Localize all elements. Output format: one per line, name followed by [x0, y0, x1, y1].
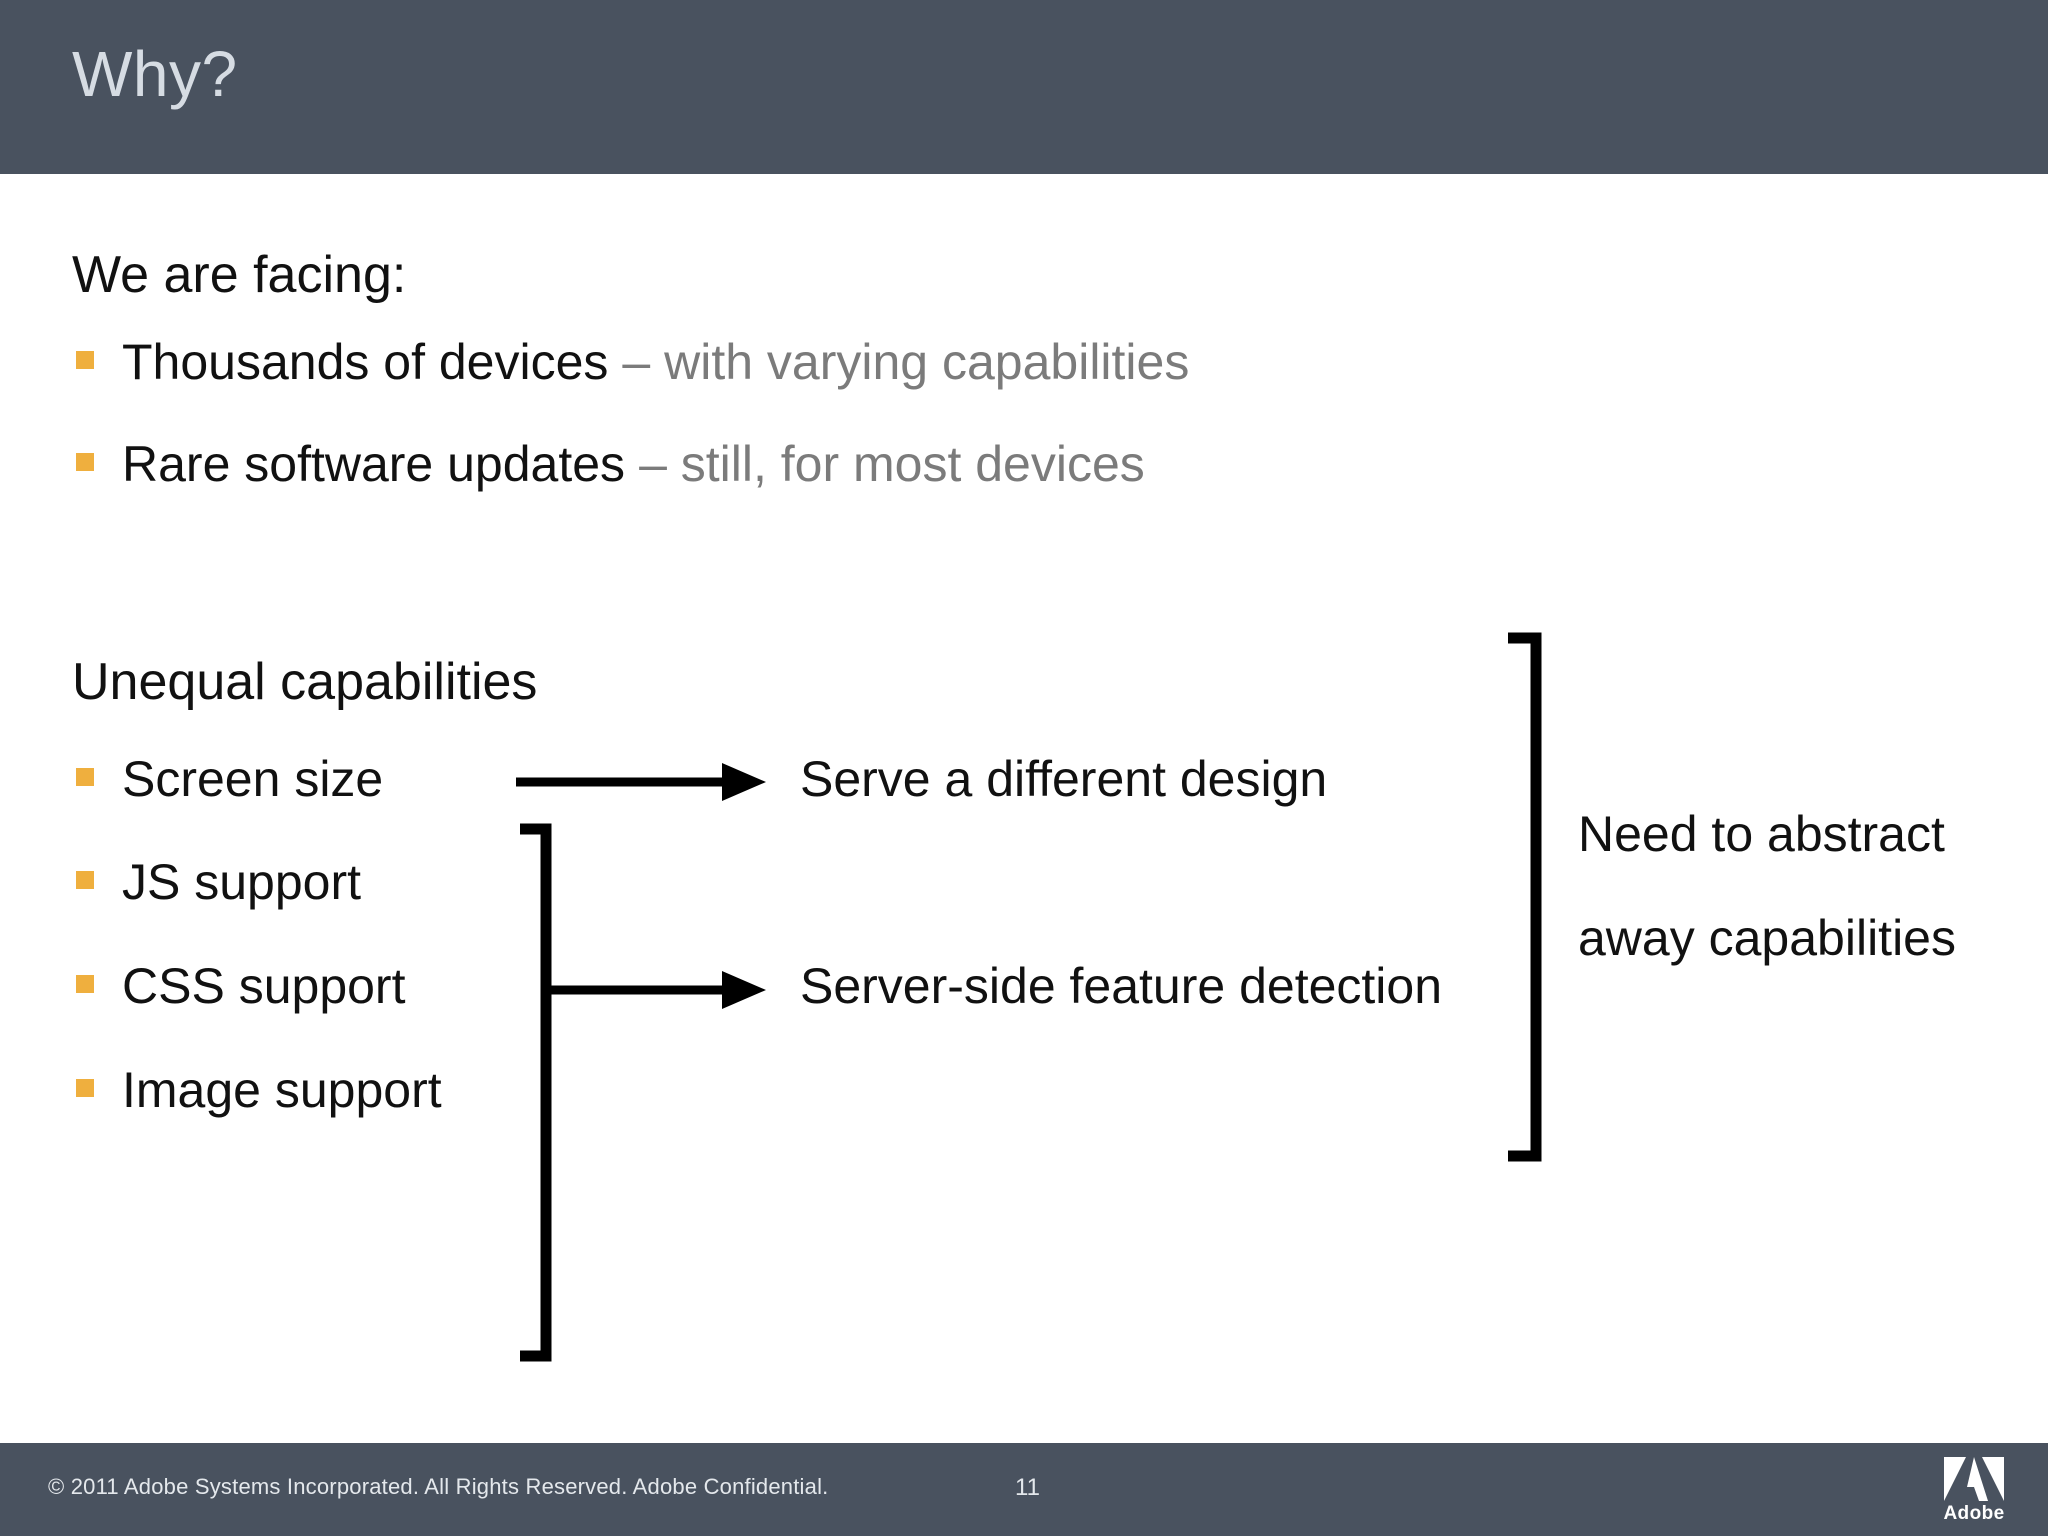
list-item-label: CSS support	[122, 958, 406, 1014]
square-bullet-icon	[76, 1079, 94, 1097]
square-bullet-icon	[76, 975, 94, 993]
footer-copyright-text: © 2011 Adobe Systems Incorporated. All R…	[48, 1474, 829, 1499]
left-group-bracket	[520, 823, 552, 1362]
right-group-bracket	[1508, 632, 1542, 1162]
list-item-label: Rare software updates	[122, 436, 626, 492]
outcome-server-side-feature-detection: Server-side feature detection	[800, 958, 1443, 1014]
square-bullet-icon	[76, 351, 94, 369]
list-item-js-support: JS support	[76, 857, 361, 907]
adobe-a-mark-icon	[1944, 1457, 2004, 1501]
list-item-screen-size: Screen size	[76, 754, 383, 804]
page-number: 11	[1015, 1474, 1040, 1501]
square-bullet-icon	[76, 768, 94, 786]
slide-footer-bar: © 2011 Adobe Systems Incorporated. All R…	[0, 1443, 2048, 1536]
list-item-css-support: CSS support	[76, 961, 405, 1011]
slide-header-bar: Why?	[0, 0, 2048, 174]
square-bullet-icon	[76, 453, 94, 471]
adobe-logo: Adobe	[1928, 1455, 2020, 1527]
list-item-subtext: – still, for most devices	[639, 436, 1145, 492]
arrow-capabilities-to-detection	[546, 971, 766, 1009]
list-item-label: Screen size	[122, 751, 384, 807]
arrow-screen-size-to-design	[516, 763, 766, 801]
list-item-thousands-of-devices: Thousands of devices – with varying capa…	[76, 337, 1189, 387]
intro-lead-text: We are facing:	[72, 246, 407, 304]
adobe-logo-wordmark: Adobe	[1943, 1503, 2005, 1524]
list-item-label: Thousands of devices	[122, 334, 609, 390]
square-bullet-icon	[76, 871, 94, 889]
conclusion-line-1: Need to abstract	[1578, 806, 1945, 862]
conclusion-block: Need to abstract away capabilities	[1578, 782, 2008, 990]
conclusion-line-2: away capabilities	[1578, 910, 1956, 966]
slide-body: We are facing: Thousands of devices – wi…	[0, 174, 2048, 1443]
list-item-label: JS support	[122, 854, 362, 910]
page-title: Why?	[72, 38, 238, 110]
outcome-serve-different-design: Serve a different design	[800, 751, 1328, 807]
capabilities-heading: Unequal capabilities	[72, 653, 538, 711]
list-item-image-support: Image support	[76, 1065, 442, 1115]
list-item-rare-software-updates: Rare software updates – still, for most …	[76, 439, 1145, 489]
list-item-label: Image support	[122, 1062, 442, 1118]
list-item-subtext: – with varying capabilities	[622, 334, 1190, 390]
